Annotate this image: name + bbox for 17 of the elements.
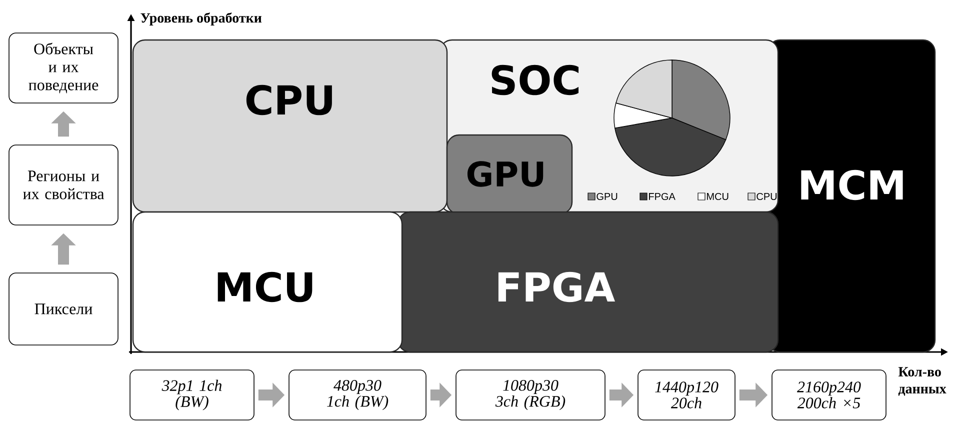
legend-label: FPGA [649, 192, 676, 200]
region-box: CPU [132, 39, 448, 213]
data-box: 1440p120 20ch [638, 370, 736, 420]
legend-label: MCU [707, 192, 728, 200]
region-box: FPGA [397, 211, 779, 353]
region-box: MCU [132, 211, 403, 353]
data-box: 2160p240 200ch ×5 [772, 370, 886, 420]
data-box: 32p1 1ch (BW) [130, 370, 254, 420]
axis-label: Уровень обработки [140, 12, 262, 26]
axis-label: Кол-во данных [898, 367, 946, 396]
legend-label: GPU [596, 192, 618, 200]
data-box: 480p30 1ch (BW) [288, 370, 426, 420]
level-box: Регионы и их свойства [8, 144, 118, 226]
level-box: Пиксели [8, 272, 118, 346]
data-box: 1080p30 3ch (RGB) [456, 370, 606, 420]
level-box: Объекты и их поведение [8, 32, 118, 104]
region-box: GPU [446, 134, 573, 215]
